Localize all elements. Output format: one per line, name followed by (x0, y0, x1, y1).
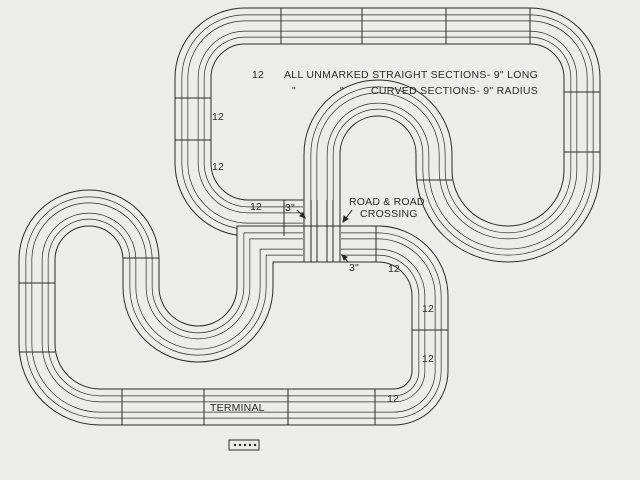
terminal-connector (228, 439, 260, 451)
section-mark-lower-right-a: 12 (388, 263, 400, 275)
section-mark-upper-bottom: 12 (250, 201, 262, 213)
dimension-arrows (296, 209, 353, 263)
note-ditto-mark-b: " (340, 85, 344, 97)
section-mark-upper-top: 12 (252, 69, 264, 81)
section-mark-upper-left-b: 12 (212, 161, 224, 173)
section-mark-lower-right-c: 12 (422, 353, 434, 365)
lower-track-loop (37, 208, 430, 407)
note-straight-sections: ALL UNMARKED STRAIGHT SECTIONS- 9" LONG (284, 69, 538, 81)
dimension-label-left: 3" (285, 202, 295, 214)
note-ditto-mark-a: " (292, 85, 296, 97)
dimension-label-right: 3" (349, 262, 359, 274)
section-mark-upper-left-a: 12 (212, 111, 224, 123)
section-joints (19, 8, 600, 425)
note-curved-sections: CURVED SECTIONS- 9" RADIUS (371, 85, 538, 97)
terminal-label: TERMINAL (210, 402, 265, 414)
crossing-label-line2: CROSSING (360, 208, 418, 220)
road-crossing-section (303, 200, 341, 262)
section-mark-lower-right-d: 12 (387, 393, 399, 405)
section-mark-lower-right-b: 12 (422, 303, 434, 315)
crossing-label-line1: ROAD & ROAD (349, 196, 425, 208)
